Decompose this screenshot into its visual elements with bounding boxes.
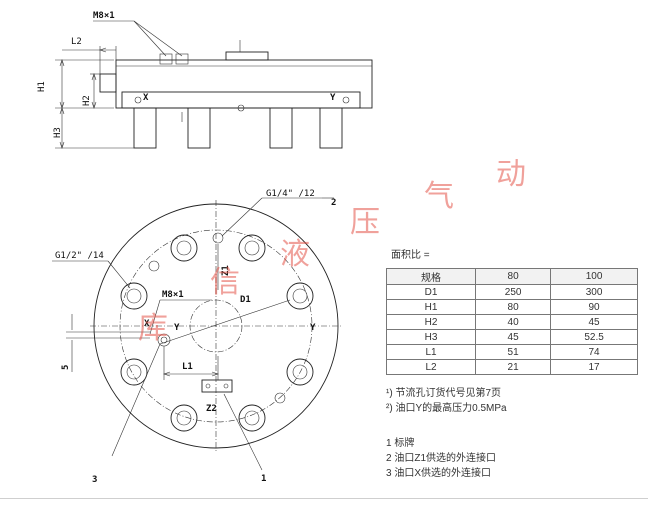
area-ratio-label: 面积比 = bbox=[391, 250, 430, 261]
watermark-char: 库 bbox=[138, 311, 168, 346]
table-cell: 52.5 bbox=[550, 329, 638, 345]
port-z1 bbox=[212, 232, 224, 244]
port-x-side-label: X bbox=[143, 93, 149, 103]
table-cell: 90 bbox=[550, 299, 638, 315]
watermark-char: 动 bbox=[496, 157, 526, 192]
dim-l2-label: L2 bbox=[71, 37, 82, 47]
table-cell: 300 bbox=[550, 284, 638, 300]
table-cell: H3 bbox=[385, 329, 477, 345]
port-y-side-label: Y bbox=[330, 93, 336, 103]
legend-item: 3 油口X供选的外连接口 bbox=[386, 468, 492, 479]
table-cell: 规格 bbox=[385, 268, 477, 285]
table-cell: 250 bbox=[475, 284, 552, 300]
dim-h3-label: H3 bbox=[53, 127, 63, 138]
table-cell: 17 bbox=[550, 359, 638, 375]
table-cell: 51 bbox=[475, 344, 552, 360]
table-cell: 80 bbox=[475, 268, 552, 285]
plan-view: D1 Y Z1 G1/4" /12 2 G1/2" /14 M8×1 X Y 5 bbox=[52, 189, 342, 485]
footnote: ²) 油口Y的最高压力0.5MPa bbox=[386, 403, 507, 414]
footnotes: ¹) 节流孔订货代号见第7页 ²) 油口Y的最高压力0.5MPa bbox=[386, 386, 507, 416]
thread-g12-label: G1/2" /14 bbox=[55, 251, 104, 261]
legend-item: 1 标牌 bbox=[386, 438, 415, 449]
callout-3-label: 3 bbox=[92, 475, 97, 485]
thread-m8-side-label: M8×1 bbox=[93, 11, 115, 21]
port-z1-label: Z1 bbox=[221, 265, 231, 276]
side-plate bbox=[99, 73, 117, 93]
parts-legend: 1 标牌 2 油口Z1供选的外连接口 3 油口X供选的外连接口 bbox=[386, 436, 496, 481]
port-y-right-label: Y bbox=[310, 323, 316, 333]
dim-h1-label: H1 bbox=[37, 81, 47, 92]
dim-l1-label: L1 bbox=[182, 362, 193, 372]
table-cell: L1 bbox=[385, 344, 477, 360]
bolt-holes bbox=[120, 234, 314, 432]
table-cell: 100 bbox=[550, 268, 638, 285]
table-cell: 80 bbox=[475, 299, 552, 315]
footnote: ¹) 节流孔订货代号见第7页 bbox=[386, 388, 501, 399]
thread-m8-plan-label: M8×1 bbox=[162, 290, 184, 300]
side-elevation-view: H1 H2 H3 L2 M8×1 X Y bbox=[37, 11, 373, 149]
watermark: 库 信 液 压 气 动 bbox=[138, 157, 526, 346]
table-cell: H1 bbox=[385, 299, 477, 315]
watermark-char: 气 bbox=[424, 179, 454, 214]
table-cell: 74 bbox=[550, 344, 638, 360]
thread-g14-label: G1/4" /12 bbox=[266, 189, 315, 199]
port-x-plan-label: X bbox=[144, 319, 150, 329]
valve-body bbox=[133, 107, 157, 149]
watermark-char: 压 bbox=[350, 205, 380, 240]
table-cell: 40 bbox=[475, 314, 552, 330]
dim-d1-label: D1 bbox=[240, 295, 251, 305]
port-z2-label: Z2 bbox=[206, 404, 217, 414]
table-cell: H2 bbox=[385, 314, 477, 330]
table-cell: D1 bbox=[385, 284, 477, 300]
nameplate bbox=[201, 379, 233, 393]
dim-5-label: 5 bbox=[61, 365, 71, 370]
bottom-divider bbox=[0, 498, 648, 499]
callout-1-label: 1 bbox=[261, 474, 266, 484]
watermark-char: 信 bbox=[210, 265, 240, 300]
table-cell: 45 bbox=[475, 329, 552, 345]
port-y-plan-label: Y bbox=[174, 323, 180, 333]
table-cell: 21 bbox=[475, 359, 552, 375]
dim-h2-label: H2 bbox=[82, 95, 92, 106]
table-cell: L2 bbox=[385, 359, 477, 375]
callout-2-label: 2 bbox=[331, 198, 336, 208]
table-cell: 45 bbox=[550, 314, 638, 330]
watermark-char: 液 bbox=[280, 237, 310, 272]
legend-item: 2 油口Z1供选的外连接口 bbox=[386, 453, 497, 464]
